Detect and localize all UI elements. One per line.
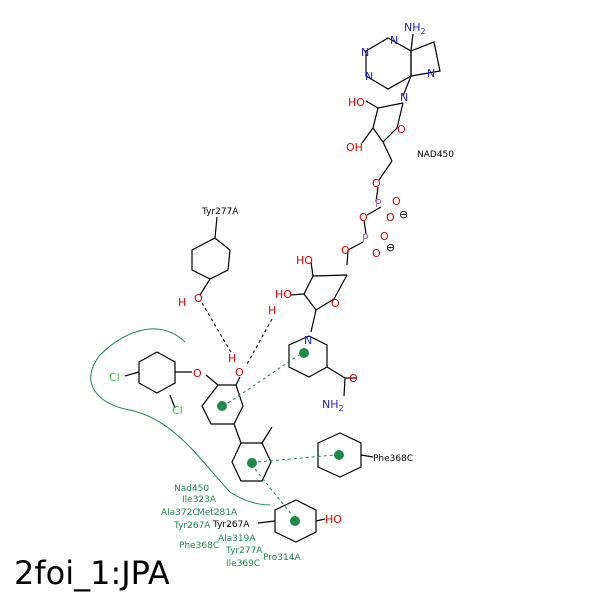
ring-centroid (217, 401, 227, 411)
methylphenyl-ring (231, 423, 273, 482)
residue-label: Tyr277A (225, 546, 263, 556)
hydrogen-label: H (268, 304, 276, 317)
pi-stack-line (227, 354, 300, 404)
o-atom: O (359, 211, 368, 224)
hydroxyl-label: HO (296, 254, 313, 267)
ring-oxygen: O (397, 123, 406, 136)
nad450-label: NAD450 (417, 150, 454, 160)
ring-centroid (247, 458, 257, 468)
tyr277-ring (191, 216, 231, 296)
pi-stack-line (254, 468, 293, 516)
ribose-1 (361, 100, 404, 181)
phenol-ring (201, 376, 244, 425)
tyr267-label: Tyr267A (212, 520, 250, 530)
phe368-label: Phe368C (373, 454, 413, 464)
o-atom: O (341, 244, 350, 257)
residue-label: Pro314A (263, 553, 301, 563)
hydroxyl-label: HO (275, 288, 292, 301)
n-atom: N (361, 46, 369, 59)
charge-minus: ⊖ (399, 208, 408, 221)
residue-label: Phe368C (179, 541, 219, 551)
tyr277-label: Tyr277A (201, 207, 239, 217)
ring-oxygen: O (331, 297, 340, 310)
o-atom: O (349, 372, 358, 385)
ribose-2 (289, 261, 348, 333)
residue-label: Met281A (197, 508, 238, 518)
amine-label: NH2 (404, 21, 426, 36)
hydroxyl-label: HO (348, 96, 365, 109)
hbond-line (246, 318, 273, 365)
phe368-ring (317, 432, 374, 478)
residue-label: Ala319A (218, 534, 256, 544)
ring-centroid (299, 348, 309, 358)
nicotinamide-ring (288, 335, 357, 397)
chlorine-atom: Cl (109, 371, 120, 384)
diagram-title: 2foi_1:JPA (14, 554, 170, 592)
dichlorophenyl-ring (124, 351, 219, 409)
o-atom: O (386, 211, 395, 224)
hydrophobic-contour (90, 328, 271, 506)
o-atom: O (372, 247, 381, 260)
o-atom: O (392, 195, 401, 208)
hydroxyl-label: OH (346, 141, 363, 154)
charge-minus: ⊖ (386, 241, 395, 254)
ether-oxygen: O (193, 367, 202, 380)
n-atom: N (365, 70, 373, 83)
n-atom: N (390, 34, 398, 47)
n-atom: N (427, 67, 435, 80)
hydrogen-label: H (178, 296, 186, 309)
pi-stack-line (257, 454, 335, 463)
o-atom: O (372, 177, 381, 190)
ring-centroid (334, 450, 344, 460)
n-atom: N (400, 91, 408, 104)
hydrogen-label: H (228, 352, 236, 365)
adenine-group (365, 33, 441, 97)
residue-label: Ile369C (226, 559, 260, 569)
phosphate-chain (346, 186, 382, 266)
residue-label: Ile323A (182, 495, 217, 505)
hbond-line (201, 302, 233, 355)
phenol-oxygen: O (235, 366, 244, 379)
residue-label: Tyr267A (173, 521, 211, 531)
chlorine-atom: Cl (172, 404, 183, 417)
residue-label: Ala372C (161, 508, 199, 518)
ring-centroid (290, 516, 300, 526)
residue-label: Nad450 (174, 484, 209, 494)
o-atom: O (380, 230, 389, 243)
phosphorus-atom: P (362, 232, 369, 245)
hydroxyl-label: HO (325, 513, 342, 526)
amide-label: NH2 (322, 398, 344, 413)
o-atom: O (194, 292, 203, 305)
phosphorus-atom: P (375, 197, 382, 210)
tyr267-ring (257, 499, 326, 543)
n-atom: N (304, 334, 312, 347)
